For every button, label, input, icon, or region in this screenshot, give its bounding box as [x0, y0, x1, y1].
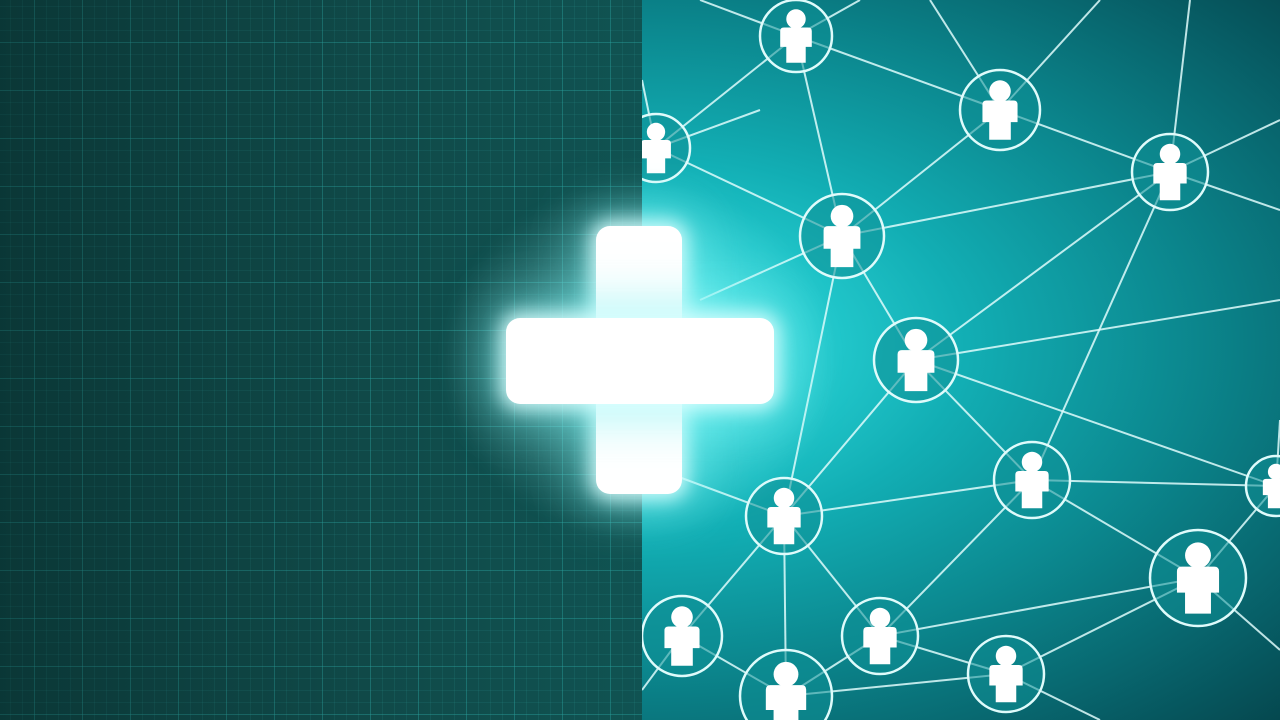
network-connection-line — [1031, 479, 1277, 487]
person-node — [958, 68, 1042, 152]
network-connection-line — [915, 171, 1171, 361]
network-connection-line — [915, 359, 1277, 487]
plus-cross-icon-bar — [506, 318, 774, 404]
person-node — [840, 596, 920, 676]
network-connection-line — [915, 299, 1280, 361]
person-node — [738, 648, 834, 720]
person-node — [758, 0, 834, 74]
network-connection-line — [879, 577, 1199, 637]
person-node — [1244, 454, 1280, 518]
person-node — [966, 634, 1046, 714]
person-node — [642, 594, 724, 678]
person-node — [992, 440, 1072, 520]
person-node — [642, 112, 692, 184]
network-connection-line — [1031, 171, 1171, 481]
person-node — [872, 316, 960, 404]
network-connection-line — [841, 171, 1171, 237]
person-node — [1148, 528, 1248, 628]
person-node — [1130, 132, 1210, 212]
